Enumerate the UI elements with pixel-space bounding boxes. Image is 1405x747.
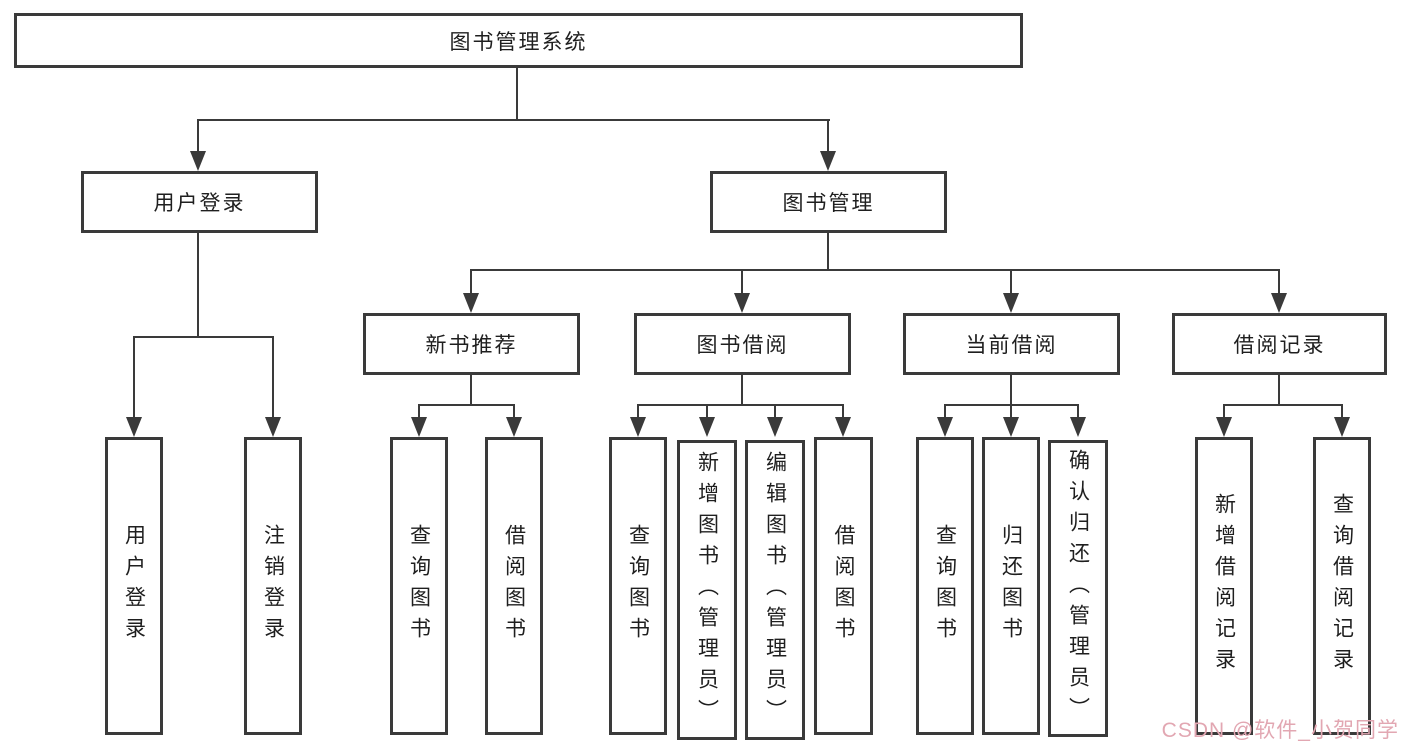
connector-line <box>133 338 135 419</box>
node-book-management: 图书管理 <box>710 171 947 233</box>
connector-line <box>944 404 1079 406</box>
connector-line <box>470 269 1280 271</box>
connector-line <box>1077 406 1079 419</box>
connector-line <box>1278 271 1280 295</box>
connector-line <box>418 406 420 419</box>
arrow-down-icon <box>820 151 836 171</box>
connector-line <box>637 404 844 406</box>
leaf-user-login: 用户登录 <box>105 437 163 735</box>
arrow-down-icon <box>1216 417 1232 437</box>
connector-line <box>516 68 518 121</box>
arrow-down-icon <box>734 293 750 313</box>
connector-line <box>1341 406 1343 419</box>
arrow-down-icon <box>767 417 783 437</box>
leaf-add-borrow-record: 新增借阅记录 <box>1195 437 1253 735</box>
watermark-text: CSDN @软件_小贺同学 <box>1161 719 1399 742</box>
connector-line <box>1223 404 1343 406</box>
arrow-down-icon <box>126 417 142 437</box>
connector-line <box>827 233 829 271</box>
arrow-down-icon <box>1070 417 1086 437</box>
node-new-book-recommend: 新书推荐 <box>363 313 580 375</box>
connector-line <box>418 404 515 406</box>
arrow-down-icon <box>1003 417 1019 437</box>
connector-line <box>1278 375 1280 406</box>
arrow-down-icon <box>265 417 281 437</box>
connector-line <box>741 375 743 406</box>
arrow-down-icon <box>699 417 715 437</box>
leaf-borrow-books-borrowing: 借阅图书 <box>814 437 873 735</box>
connector-line <box>1223 406 1225 419</box>
leaf-return-books: 归还图书 <box>982 437 1040 735</box>
connector-line <box>741 271 743 295</box>
arrow-down-icon <box>835 417 851 437</box>
connector-line <box>133 336 274 338</box>
leaf-query-books-current: 查询图书 <box>916 437 974 735</box>
connector-line <box>470 375 472 406</box>
arrow-down-icon <box>190 151 206 171</box>
connector-line <box>774 406 776 419</box>
arrow-down-icon <box>506 417 522 437</box>
arrow-down-icon <box>411 417 427 437</box>
connector-line <box>842 406 844 419</box>
connector-line <box>1010 271 1012 295</box>
leaf-borrow-books-recommend: 借阅图书 <box>485 437 543 735</box>
connector-line <box>470 271 472 295</box>
arrow-down-icon <box>1334 417 1350 437</box>
leaf-add-books-admin: 新增图书（管理员） <box>677 440 737 740</box>
connector-line <box>944 406 946 419</box>
arrow-down-icon <box>1271 293 1287 313</box>
connector-line <box>1010 375 1012 406</box>
connector-line <box>1010 406 1012 419</box>
leaf-query-books-borrowing: 查询图书 <box>609 437 667 735</box>
node-borrow-records: 借阅记录 <box>1172 313 1387 375</box>
connector-line <box>706 406 708 419</box>
arrow-down-icon <box>463 293 479 313</box>
connector-line <box>637 406 639 419</box>
node-user-login: 用户登录 <box>81 171 318 233</box>
node-root-library-system: 图书管理系统 <box>14 13 1023 68</box>
connector-line <box>197 119 830 121</box>
connector-line <box>827 121 829 153</box>
connector-line <box>197 121 199 153</box>
arrow-down-icon <box>630 417 646 437</box>
arrow-down-icon <box>937 417 953 437</box>
leaf-confirm-return-admin: 确认归还（管理员） <box>1048 440 1108 737</box>
leaf-query-books-recommend: 查询图书 <box>390 437 448 735</box>
leaf-edit-books-admin: 编辑图书（管理员） <box>745 440 805 740</box>
leaf-logout: 注销登录 <box>244 437 302 735</box>
connector-line <box>197 233 199 338</box>
arrow-down-icon <box>1003 293 1019 313</box>
connector-line <box>272 338 274 419</box>
node-current-borrowing: 当前借阅 <box>903 313 1120 375</box>
leaf-query-borrow-record: 查询借阅记录 <box>1313 437 1371 735</box>
node-book-borrowing: 图书借阅 <box>634 313 851 375</box>
connector-line <box>513 406 515 419</box>
